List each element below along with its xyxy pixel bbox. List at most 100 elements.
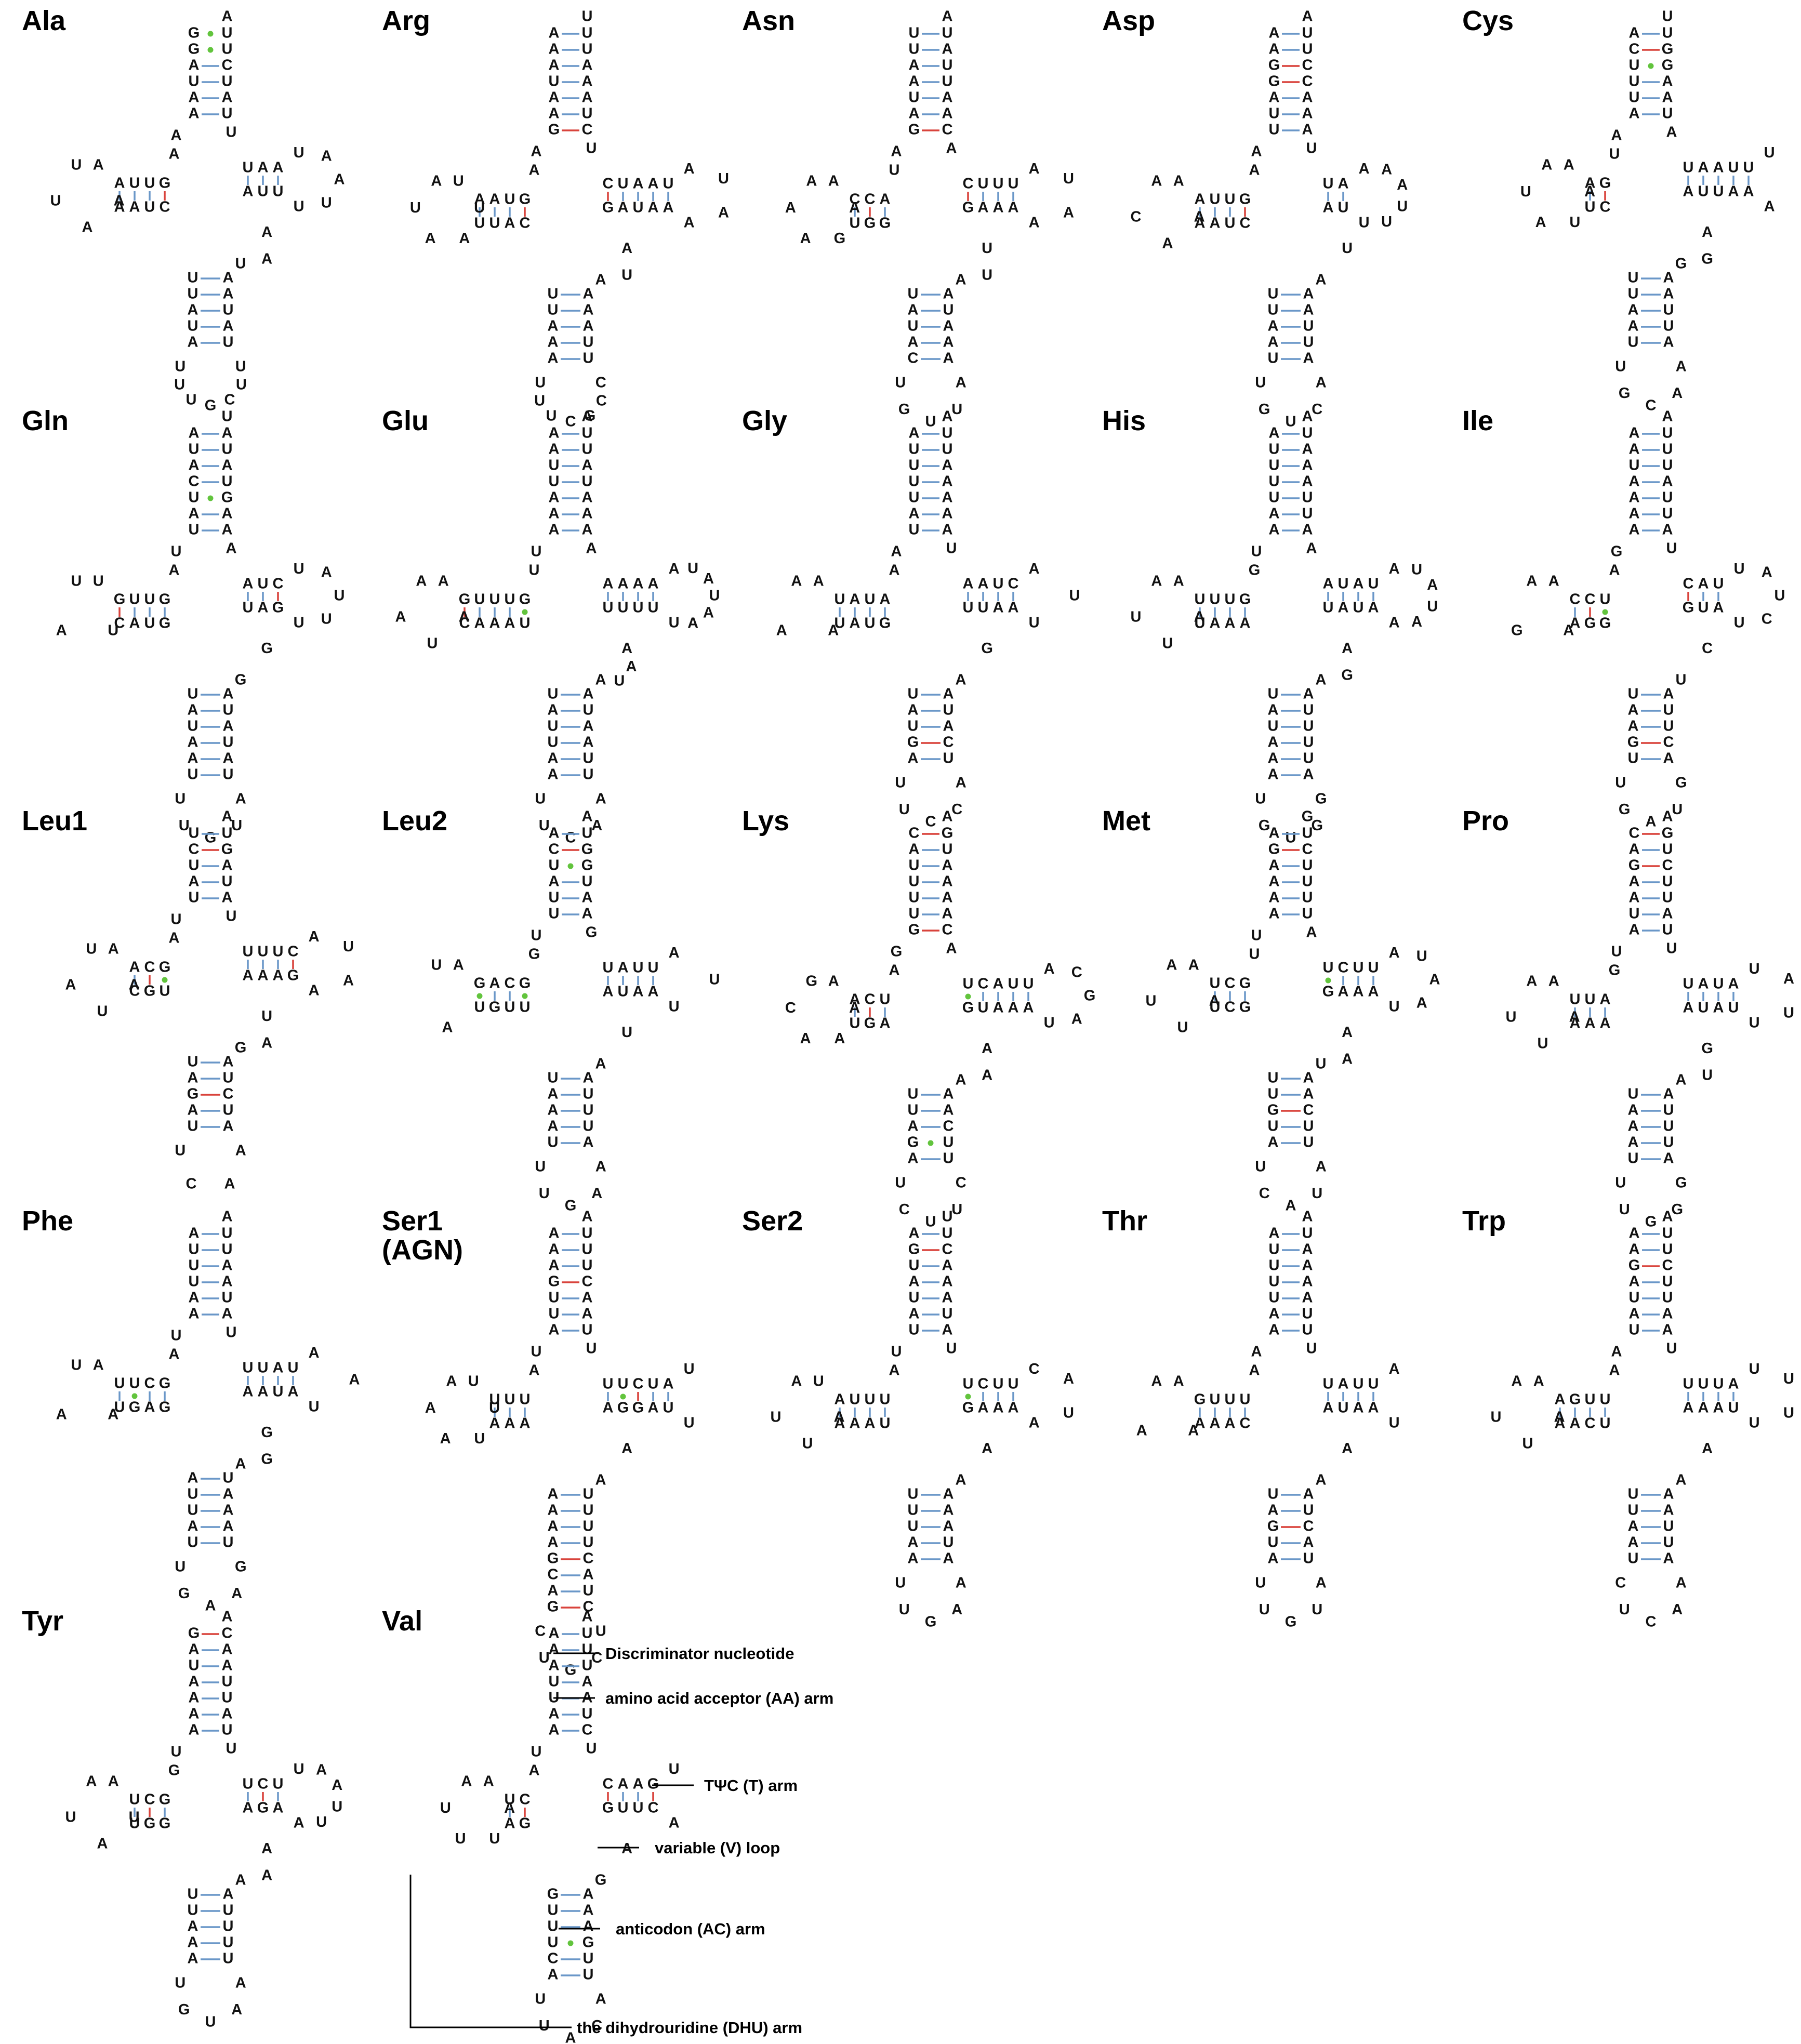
junction-b: U (1306, 1340, 1317, 1357)
acceptor-5-nt-3: U (1269, 1257, 1280, 1274)
t-arm-3-nt-0: G (962, 200, 974, 216)
anticodon-loop-nt-0: U (1615, 1175, 1626, 1191)
anticodon-5-nt-0: U (908, 286, 919, 302)
d-arm-5-nt-0: G (519, 591, 531, 608)
acceptor-5-nt-7: U (1629, 1322, 1640, 1338)
acceptor-bond-1-gu (207, 31, 214, 37)
d-loop-nt-0: U (468, 1373, 479, 1389)
acceptor-3-nt-5: A (1302, 1290, 1313, 1306)
variable-loop-nt-1: A (1316, 1471, 1327, 1488)
t-arm-3-nt-1: U (618, 1800, 629, 1816)
anticodon-loop-nt-4: A (595, 791, 606, 807)
acceptor-5-nt-4: U (549, 1674, 560, 1690)
d-arm-3-nt-1: G (864, 215, 876, 232)
d-loop-nt-1: A (1194, 208, 1205, 225)
anticodon-loop-nt-4: A (1316, 1159, 1327, 1175)
acceptor-5-nt-3: A (549, 1257, 560, 1274)
junction-b: U (226, 908, 237, 925)
t-arm-bond-0-gu (965, 1393, 971, 1400)
t-arm-3-nt-3: U (648, 600, 659, 616)
anticodon-3-nt-4: A (1663, 1150, 1674, 1167)
junction-a: A (1251, 1344, 1262, 1360)
anticodon-3-nt-0: A (943, 286, 954, 302)
anticodon-loop-nt-2: G (1285, 1614, 1297, 1630)
anticodon-loop-nt-3: C (591, 1650, 602, 1666)
d-arm-3-nt-2: U (129, 1815, 140, 1832)
d-arm-5-nt-4: G (459, 591, 471, 608)
junction-a: U (171, 911, 182, 928)
acceptor-5-nt-5: U (549, 1290, 560, 1306)
anticodon-5-nt-1: U (188, 1486, 198, 1503)
t-arm-5-nt-0: C (603, 176, 614, 192)
acceptor-3-nt-5: A (942, 890, 953, 906)
d-connector: A (169, 562, 180, 579)
d-arm-3-nt-0: C (1240, 1415, 1251, 1432)
anticodon-3-nt-0: A (1303, 1070, 1314, 1086)
d-arm-5-nt-3: A (1555, 1391, 1566, 1408)
d-arm-5-nt-3: U (114, 1375, 125, 1392)
acceptor-5-nt-7: A (549, 1722, 560, 1738)
anticodon-5-nt-1: A (188, 1070, 198, 1086)
t-arm-5-nt-2: U (993, 1376, 1004, 1392)
d-arm-5-nt-0: G (159, 175, 171, 192)
d-arm-3-nt-0: U (520, 999, 531, 1016)
d-connector: A (1249, 1362, 1260, 1379)
anticodon-5-nt-0: U (1268, 1070, 1279, 1086)
acceptor-3-nt-1: U (1302, 825, 1313, 842)
anticodon-loop-nt-0: U (1255, 1575, 1266, 1591)
d-arm-5-nt-3: A (114, 175, 125, 192)
anticodon-5-nt-0: U (1628, 686, 1639, 702)
variable-loop-nt-1: U (1702, 1067, 1713, 1083)
anticodon-loop-nt-3: G (205, 397, 217, 414)
t-arm-5-nt-1: A (978, 576, 989, 592)
acceptor-discriminator: A (222, 1209, 233, 1225)
t-arm-5-nt-3: A (648, 176, 659, 192)
acceptor-3-nt-1: U (942, 25, 953, 42)
t-arm-5-nt-1: U (618, 1376, 629, 1392)
d-connector: A (529, 162, 540, 179)
anticodon-5-nt-0: G (547, 1886, 559, 1903)
d-loop-nt-2: A (459, 230, 470, 247)
anticodon-5-nt-0: U (188, 686, 198, 702)
acceptor-3-nt-1: U (582, 825, 593, 842)
anticodon-5-nt-0: U (1628, 270, 1639, 286)
variable-loop-nt-0: G (261, 1424, 273, 1441)
d-arm-bond-0-gu (522, 993, 528, 999)
acceptor-5-nt-3: U (909, 457, 920, 474)
d-arm-3-nt-3: U (474, 999, 485, 1016)
acceptor-5-nt-7: G (908, 122, 920, 138)
d-loop-nt-0: A (453, 957, 464, 973)
d-arm-5-nt-0: G (159, 1375, 171, 1392)
t-arm-bond-1-gu (620, 1393, 626, 1400)
anticodon-5-nt-2: U (908, 1518, 919, 1535)
anticodon-3-nt-1: U (1663, 702, 1674, 719)
variable-loop-nt-0: A (1342, 1440, 1353, 1457)
trna-label: Asp (1102, 5, 1155, 36)
anticodon-3-nt-2: A (223, 718, 234, 735)
d-connector: A (1609, 1362, 1620, 1379)
t-arm-5-nt-0: U (1323, 1376, 1334, 1392)
acceptor-3-nt-4: C (582, 1273, 593, 1290)
anticodon-loop-nt-4: U (595, 1623, 606, 1640)
acceptor-5-nt-2: A (549, 1241, 560, 1258)
d-arm-bond-0-gu (1602, 609, 1608, 615)
anticodon-loop-nt-4: A (956, 375, 966, 391)
t-arm-5-nt-0: C (603, 1776, 614, 1793)
t-loop-nt-0: U (294, 1761, 304, 1777)
anticodon-5-nt-1: U (548, 1902, 559, 1919)
anticodon-3-nt-2: U (1663, 1118, 1674, 1135)
anticodon-loop-nt-3: A (235, 1143, 246, 1159)
acceptor-bond-5-gu (207, 495, 214, 501)
anticodon-loop-nt-6: U (235, 359, 246, 375)
d-arm-5-nt-2: U (1210, 975, 1221, 992)
t-arm-5-nt-0: U (1683, 976, 1694, 992)
t-arm-3-nt-1: A (1338, 984, 1349, 1000)
acceptor-5-nt-7: U (909, 522, 920, 538)
t-loop-nt-0: A (1389, 945, 1400, 961)
acceptor-3-nt-2: C (1302, 841, 1313, 858)
anticodon-loop-nt-0: U (1255, 1159, 1266, 1175)
acceptor-3-nt-3: A (942, 1257, 953, 1274)
t-loop-nt-2: U (1774, 588, 1785, 604)
t-loop-nt-2: A (1764, 198, 1775, 215)
